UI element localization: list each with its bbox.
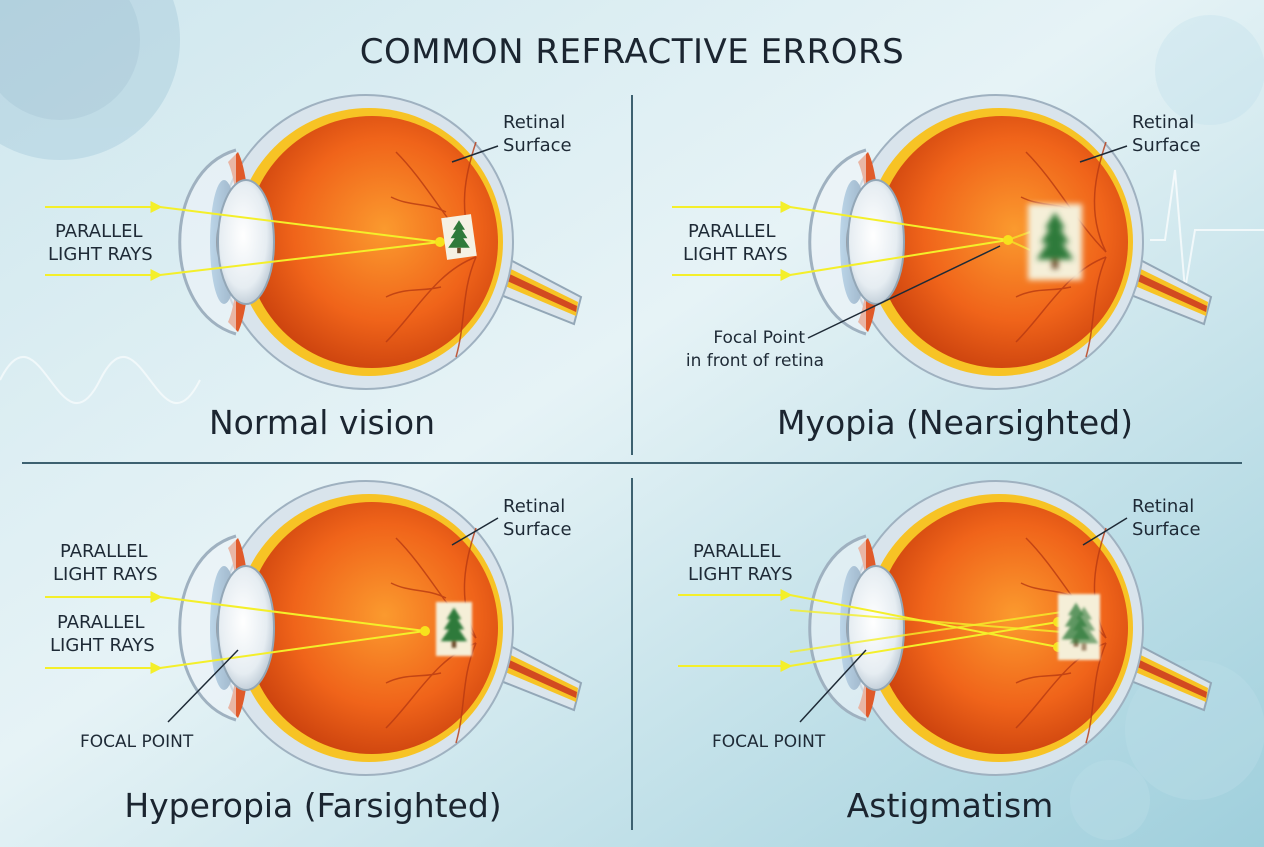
focal-label-line2: in front of retina <box>686 351 824 371</box>
background-wave-right <box>1150 169 1264 291</box>
ray-label-line2: LIGHT RAYS <box>683 244 788 265</box>
ray-label-line2: LIGHT RAYS <box>688 564 793 585</box>
panel-hyperopia: Retinal Surface PARALLEL LIGHT RAYS PARA… <box>45 479 583 825</box>
light-rays <box>45 201 441 281</box>
ray-label-line1: PARALLEL <box>55 221 143 242</box>
ray-label-line2: LIGHT RAYS <box>53 564 158 585</box>
retinal-pointer <box>1079 145 1128 163</box>
ray-label-2-line2: LIGHT RAYS <box>50 635 155 656</box>
panel-caption: Myopia (Nearsighted) <box>777 403 1133 442</box>
ray-label-line1: PARALLEL <box>688 221 776 242</box>
focal-point-icon <box>1003 235 1013 245</box>
retinal-pointer <box>451 517 499 546</box>
focal-label: FOCAL POINT <box>80 732 194 752</box>
retinal-label-line1: Retinal <box>503 112 565 133</box>
ray-label-line2: LIGHT RAYS <box>48 244 153 265</box>
page-title: COMMON REFRACTIVE ERRORS <box>360 32 905 72</box>
ray-label-line1: PARALLEL <box>60 541 148 562</box>
light-rays <box>45 591 426 674</box>
retinal-label-line2: Surface <box>503 519 572 540</box>
light-rays <box>672 201 1031 281</box>
focal-label: FOCAL POINT <box>712 732 826 752</box>
retinal-label-line2: Surface <box>1132 519 1201 540</box>
retinal-pointer <box>1082 517 1128 546</box>
panel-astigmatism: Retinal Surface PARALLEL LIGHT RAYS FOCA… <box>678 479 1213 825</box>
retinal-pointer <box>451 145 499 163</box>
panel-caption: Hyperopia (Farsighted) <box>124 786 501 825</box>
retinal-label-line1: Retinal <box>1132 112 1194 133</box>
focal-point-icon <box>435 237 445 247</box>
panel-normal-vision: Retinal Surface PARALLEL LIGHT RAYS Norm… <box>45 93 583 442</box>
retinal-label-line2: Surface <box>503 135 572 156</box>
focal-label-line1: Focal Point <box>713 328 805 348</box>
panel-caption: Astigmatism <box>847 786 1054 825</box>
ray-label-line1: PARALLEL <box>693 541 781 562</box>
background-wave-left <box>0 355 201 405</box>
retinal-label-line1: Retinal <box>503 496 565 517</box>
focal-pointer <box>167 649 239 723</box>
panel-caption: Normal vision <box>209 403 435 442</box>
light-rays <box>678 589 1063 672</box>
retinal-label-line1: Retinal <box>1132 496 1194 517</box>
focal-pointer <box>799 649 867 723</box>
ray-label-2-line1: PARALLEL <box>57 612 145 633</box>
retinal-label-line2: Surface <box>1132 135 1201 156</box>
focal-pointer <box>807 245 1001 339</box>
panel-myopia: Retinal Surface PARALLEL LIGHT RAYS Foca… <box>672 93 1213 442</box>
focal-point-icon <box>420 626 430 636</box>
